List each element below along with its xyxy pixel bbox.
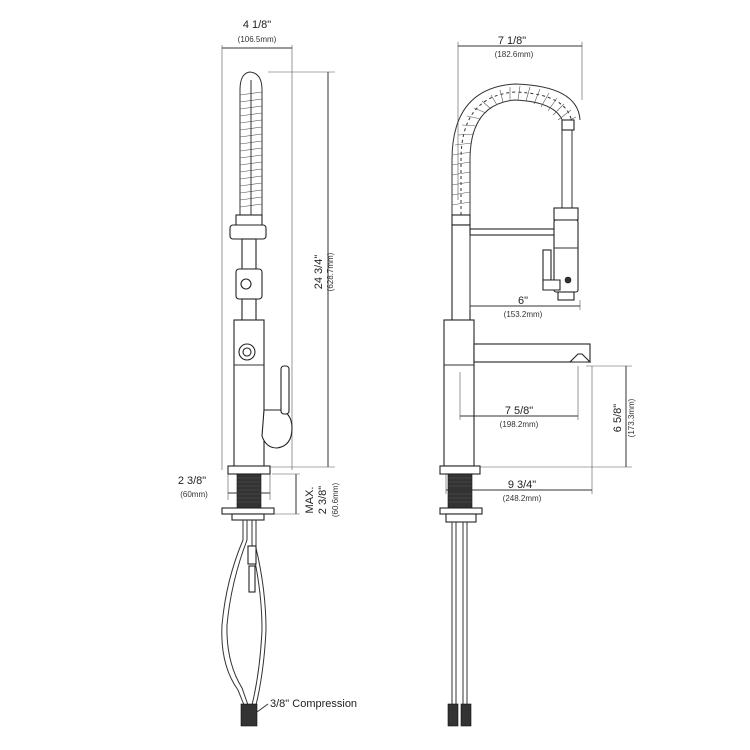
side-clip [229,224,267,240]
front-upper-column [451,224,471,322]
hose-left-outer [221,520,245,706]
hose-connector [248,565,256,593]
side-mount-nut [231,513,265,521]
front-sprayer-dot [564,276,572,284]
front-width-label: 7 1/8" [498,35,526,47]
side-width-label: 4 1/8" [243,19,271,31]
side-spring-coil [239,71,263,215]
bracket-reach-mm: (153.2mm) [504,310,543,319]
front-sprayer-trigger [542,249,552,281]
arch-end-collar [561,119,575,131]
front-spring-arch [451,83,581,215]
spout-height-label: 6 5/8" [612,404,624,432]
front-threaded-shank [447,473,473,509]
side-handle-hub [261,409,293,449]
side-sprayer-stem [241,298,257,322]
coil-outline [239,71,263,215]
front-sprayer-nozzle [557,291,575,301]
side-view: 4 1/8" (106.5mm) 24 3/4" (628.7mm) [178,19,357,727]
side-mount-washer [221,507,275,515]
side-diverter-button [242,347,252,357]
height-label: 24 3/4" [313,255,325,290]
hose-weight [247,545,257,565]
side-shank-threads [237,477,261,503]
hanging-hose [561,130,573,208]
total-reach-label: 9 3/4" [508,479,536,491]
side-supply-hoses [221,520,267,727]
front-spring-collar [451,214,471,226]
front-supply-hoses [447,522,472,727]
hose-left-inner [226,520,249,706]
total-reach-mm: (248.2mm) [503,494,542,503]
side-base-plate [227,465,271,475]
compression-leader [256,703,269,713]
spout-reach-mm: (198.2mm) [500,420,539,429]
front-fitting-left [447,703,459,727]
front-view: 7 1/8" (182.6mm) 6" (153.2mm) [439,35,636,727]
spout-height-mm: (173.3mm) [627,398,636,437]
spout-reach-label: 7 5/8" [505,405,533,417]
arch-outer [451,83,581,215]
hose-right-outer [251,520,263,706]
front-mount-washer [439,507,483,515]
max-deck-prefix: MAX. [304,487,316,514]
front-spout [473,343,591,363]
arch-core [460,91,573,215]
side-neck [241,238,257,270]
base-diameter-mm: (60mm) [180,490,208,499]
front-trigger-foot [542,279,561,291]
front-fitting-right [460,703,472,727]
front-faucet-body [443,319,475,467]
front-sprayer-top [553,207,579,221]
side-sprayer-button [240,278,252,290]
front-base-plate [439,465,481,475]
side-threaded-shank [236,473,262,509]
max-deck-label: 2 3/8" [317,486,329,514]
max-deck-mm: (60.6mm) [331,483,340,518]
arch-inner [469,99,565,215]
compression-fitting [240,703,258,727]
compression-label: 3/8" Compression [270,698,357,710]
height-mm: (628.7mm) [326,252,335,291]
front-bracket-arm [469,228,557,236]
front-width-mm: (182.6mm) [495,50,534,59]
bracket-reach-label: 6" [518,295,528,307]
side-faucet-body [233,319,265,469]
base-diameter-label: 2 3/8" [178,475,206,487]
front-mount-nut [445,513,477,523]
side-handle-lever [280,365,290,415]
side-width-mm: (106.5mm) [238,35,277,44]
arch-windings [451,85,577,206]
hose-right-inner [255,520,267,706]
